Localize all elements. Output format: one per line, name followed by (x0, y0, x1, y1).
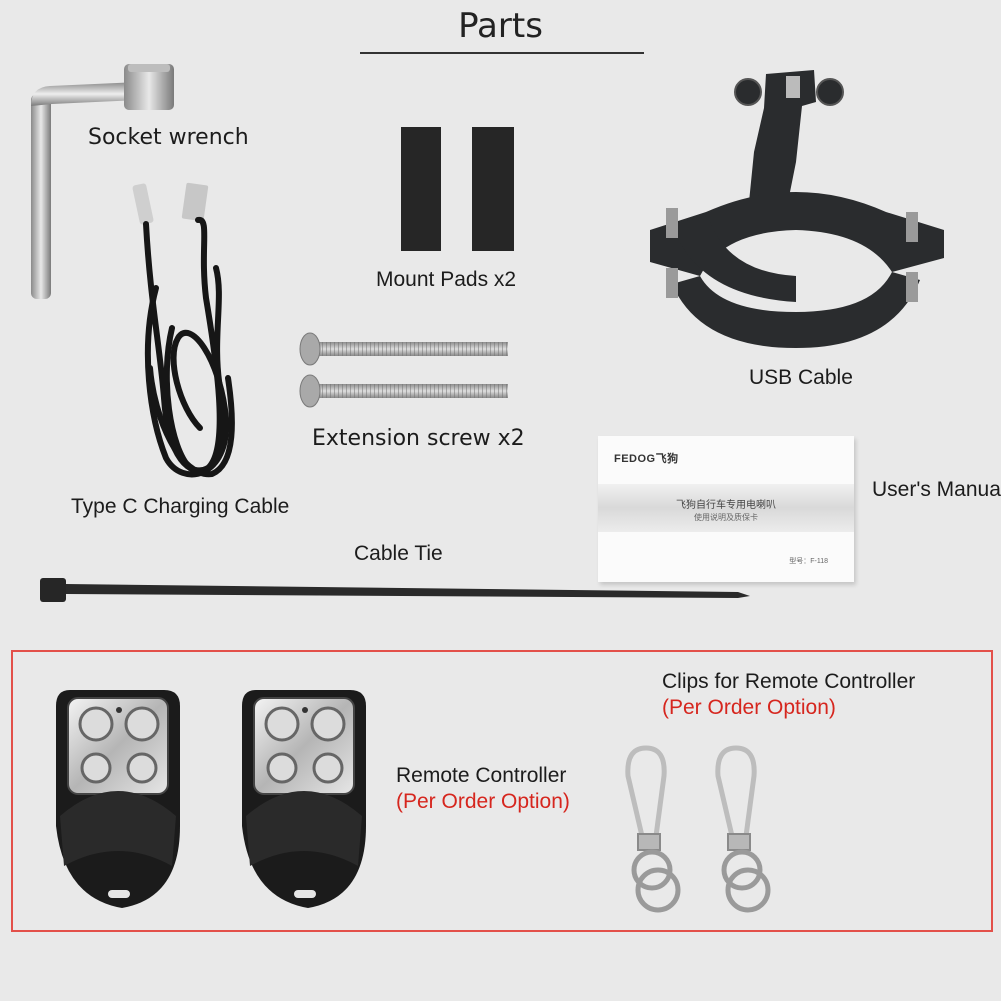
type-c-cable-image (132, 182, 235, 478)
type-c-cable-label: Type C Charging Cable (71, 495, 290, 518)
usb-cable-label: USB Cable (749, 366, 853, 389)
clips-option: (Per Order Option) (662, 696, 836, 719)
mount-pads-image (401, 127, 514, 251)
manual-title-text: 飞狗自行车专用电喇叭 (676, 500, 776, 511)
remote-controller-label: Remote Controller (396, 764, 567, 787)
users-manual-label: User's Manua (872, 478, 1001, 501)
per-order-options-box (11, 650, 993, 932)
manual-model-text: 型号：F-118 (789, 558, 828, 565)
cable-tie-label: Cable Tie (354, 542, 443, 565)
remote-controller-image (54, 688, 368, 910)
socket-wrench-image (31, 64, 174, 299)
extension-screw-label: Extension screw x2 (312, 426, 525, 451)
socket-wrench-label: Socket wrench (88, 125, 249, 150)
extension-screws-image (299, 332, 508, 408)
clips-label: Clips for Remote Controller (662, 670, 916, 693)
cable-tie-image (40, 578, 750, 602)
title-underline (360, 52, 644, 54)
manual-band (598, 484, 854, 532)
mount-pads-label: Mount Pads x2 (376, 268, 517, 291)
handlebar-mount-image (650, 70, 944, 348)
remote-controller-option: (Per Order Option) (396, 790, 570, 813)
remote-clips-image (625, 745, 798, 913)
page-title: Parts (458, 6, 543, 46)
users-manual-image: FEDOG飞狗 飞狗自行车专用电喇叭 使用说明及质保卡 型号：F-118 (598, 436, 854, 582)
manual-subtitle-text: 使用说明及质保卡 (694, 513, 758, 522)
manual-brand: FEDOG飞狗 (614, 453, 679, 465)
